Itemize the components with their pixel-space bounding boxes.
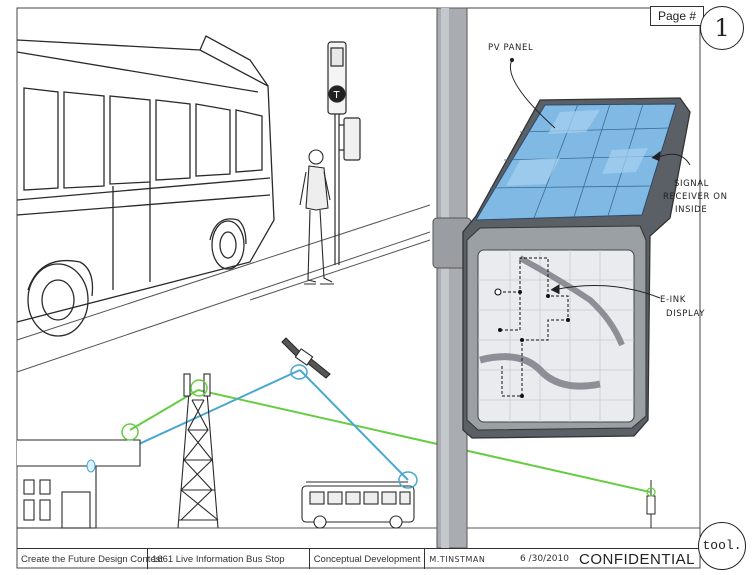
page-number: 1	[700, 6, 744, 50]
bus-stop-sign-icon: T	[327, 41, 361, 265]
page-label: Page #	[650, 6, 704, 26]
signal-receiver-label-line-3: INSIDE	[675, 205, 707, 215]
confidential-label: CONFIDENTIAL	[578, 550, 695, 568]
signal-receiver-label-line-1: SIGNAL	[674, 179, 709, 189]
small-bus-icon	[301, 471, 418, 529]
link-building-tower	[129, 389, 199, 431]
cell-tower-icon	[177, 373, 219, 529]
drawing-border	[16, 7, 701, 569]
project-name: 1661 Live Information Bus Stop	[148, 549, 310, 569]
date-value: 6 /30/2010	[519, 554, 569, 564]
eink-display	[477, 249, 635, 423]
pv-panel-label: PV PANEL	[488, 43, 533, 53]
main-pole	[432, 7, 472, 549]
distant-bus-stop-icon	[646, 480, 656, 528]
title-block: Create the Future Design Contest 1661 Li…	[17, 548, 699, 569]
solar-panel-icon	[462, 97, 691, 439]
signal-receiver-label-line-2: RECEIVER ON	[663, 192, 728, 202]
tool-logo: tool.	[698, 522, 746, 570]
sidewalk-lines	[16, 204, 700, 529]
eink-display-label-line-2: DISPLAY	[666, 309, 705, 319]
link-satellite-bus	[299, 369, 409, 481]
building-icon	[17, 423, 141, 529]
phase-name: Conceptual Development	[310, 549, 426, 569]
link-tower-stop	[197, 389, 651, 493]
bus-icon	[16, 35, 275, 337]
contest-name: Create the Future Design Contest	[17, 549, 163, 569]
svg-text:T: T	[333, 90, 341, 101]
pedestrian-icon	[299, 149, 334, 285]
author-name: M.TINSTMAN	[429, 554, 486, 564]
annotation-leaders	[509, 57, 691, 299]
satellite-icon	[281, 337, 331, 380]
eink-display-label-line-1: E-INK	[660, 295, 686, 305]
